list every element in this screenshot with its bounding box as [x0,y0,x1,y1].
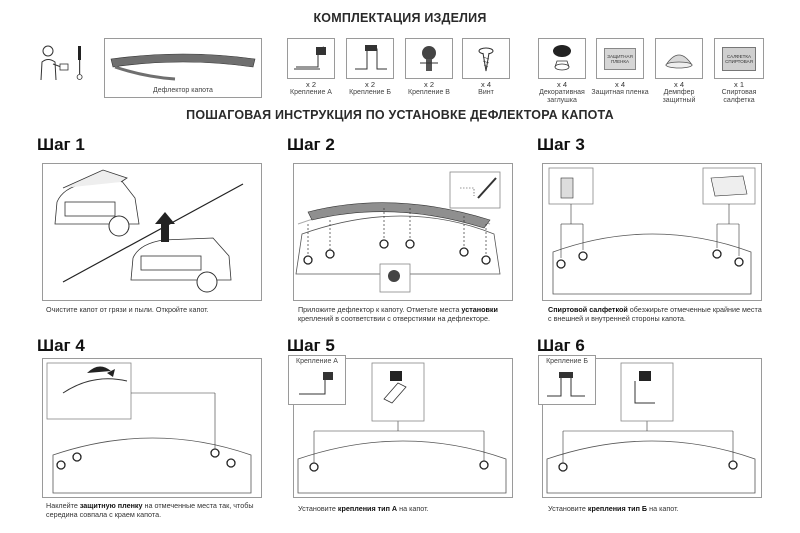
step-2-title: Шаг 2 [287,135,335,154]
wipe-text: САЛФЕТКА СПИРТОВАЯ [722,47,756,71]
kit-item-qty: x 1 [733,80,744,89]
kit-item-qty: x 2 [364,80,375,89]
kit-item-screw [462,38,510,79]
kit-item-cap [538,38,586,79]
kit-deflector-label: Дефлектор капота [153,87,213,94]
step-1-title: Шаг 1 [37,135,85,154]
step-3-title: Шаг 3 [537,135,585,154]
instruction-title: ПОШАГОВАЯ ИНСТРУКЦИЯ ПО УСТАНОВКЕ ДЕФЛЕК… [186,108,614,122]
step-5-mount-inset: Крепление А [288,355,346,405]
kit-item-mount-a [287,38,335,79]
kit-item-film: ЗАЩИТНАЯ ПЛЕНКА [596,38,644,79]
kit-item-label: Крепление А [290,89,332,96]
kit-item-label: Декоративная заглушка [539,89,585,104]
step-6-description: Установите крепления тип Б на капот. [548,504,679,513]
step-6-mount-inset: Крепление Б [538,355,596,405]
step-4-description: Наклейте защитную пленку на отмеченные м… [46,501,254,519]
step-3-description: Спиртовой салфеткой обезжирьте отмеченны… [548,305,762,323]
step-1-description: Очистите капот от грязи и пыли. Откройте… [46,305,209,314]
kit-item-label: Демпфер защитный [662,89,696,104]
step-5-inset-label: Крепление А [296,358,338,365]
kit-item-label: Винт [478,89,494,96]
kit-item-qty: x 2 [423,80,434,89]
kit-item-label: Защитная пленка [591,89,649,96]
step-2-description: Приложите дефлектор к капоту. Отметьте м… [298,305,498,323]
step-1-illustration [42,163,262,301]
film-text: ЗАЩИТНАЯ ПЛЕНКА [604,48,636,70]
kit-item-wipe: САЛФЕТКА СПИРТОВАЯ [714,38,764,79]
kit-item-qty: x 4 [556,80,567,89]
step-4-illustration [42,358,262,498]
step-3-illustration [542,163,762,301]
step-2-illustration [293,163,513,301]
kit-item-qty: x 4 [480,80,491,89]
step-4-title: Шаг 4 [37,336,85,355]
step-5-title: Шаг 5 [287,336,335,355]
kit-item-label: Крепление Б [349,89,391,96]
kit-item-label: Крепление В [408,89,450,96]
kit-title: КОМПЛЕКТАЦИЯ ИЗДЕЛИЯ [313,11,487,25]
step-6-inset-label: Крепление Б [546,358,588,365]
kit-deflector-box: Дефлектор капота [104,38,262,98]
kit-item-qty: x 4 [673,80,684,89]
kit-item-damper [655,38,703,79]
installer-illustration [38,42,96,82]
kit-item-mount-v [405,38,453,79]
kit-item-qty: x 4 [614,80,625,89]
kit-item-qty: x 2 [305,80,316,89]
kit-item-mount-b [346,38,394,79]
kit-item-label: Спиртовая салфетка [721,89,757,104]
step-6-title: Шаг 6 [537,336,585,355]
step-5-description: Установите крепления тип А на капот. [298,504,429,513]
